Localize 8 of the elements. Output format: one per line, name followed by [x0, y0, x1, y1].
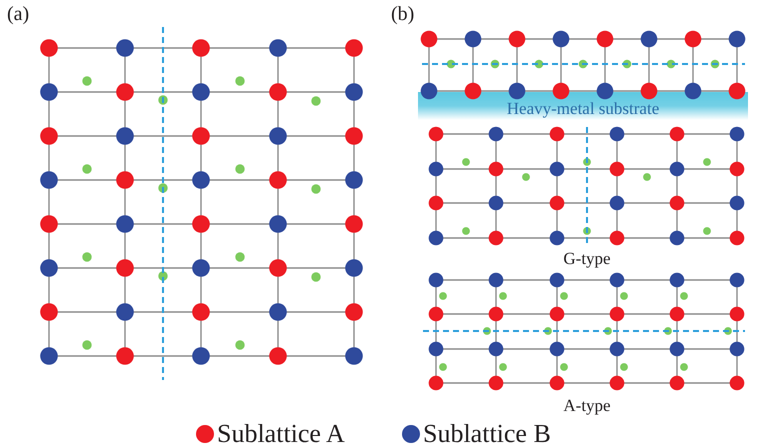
lattice-caption: A-type [563, 397, 611, 414]
panel-label: (a) [7, 4, 30, 24]
legend-label: Sublattice B [423, 421, 551, 447]
substrate-band [418, 92, 748, 120]
substrate-label: Heavy-metal substrate [506, 100, 660, 117]
legend-label: Sublattice A [217, 421, 345, 447]
lattice-caption: G-type [563, 250, 611, 267]
panel-label: (b) [391, 4, 414, 24]
